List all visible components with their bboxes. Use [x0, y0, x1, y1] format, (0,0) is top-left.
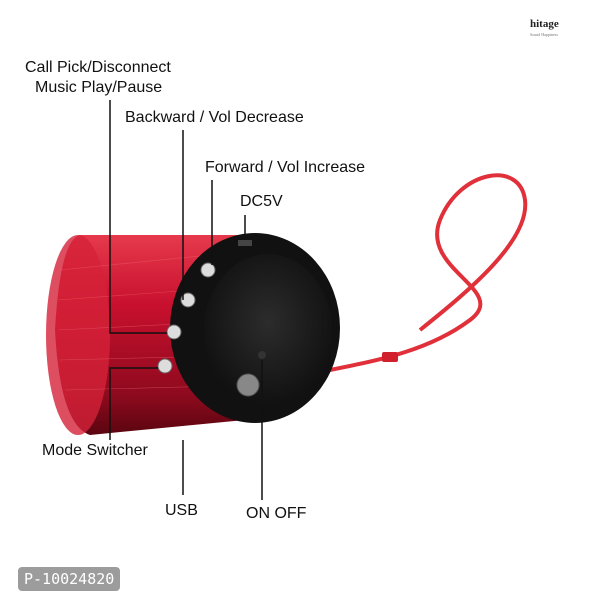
mode-button — [157, 358, 173, 374]
power-switch — [258, 351, 266, 359]
strap — [329, 173, 528, 372]
strap-clip — [382, 352, 398, 362]
product-id-badge: P-10024820 — [18, 567, 121, 591]
speaker-grille — [236, 373, 260, 397]
label-backward: Backward / Vol Decrease — [125, 109, 304, 126]
label-dc: DC5V — [240, 193, 283, 210]
brand-logo: hitage Sound Happiness — [530, 14, 559, 37]
logo-tagline: Sound Happiness — [530, 32, 558, 37]
backward-button — [180, 292, 196, 308]
label-usb: USB — [165, 502, 198, 519]
logo-text: hitage — [530, 18, 559, 30]
label-music: Music Play/Pause — [35, 79, 163, 96]
label-onoff: ON OFF — [246, 505, 307, 522]
label-forward: Forward / Vol Increase — [205, 159, 366, 176]
label-mode: Mode Switcher — [42, 442, 148, 459]
label-call: Call Pick/Disconnect — [25, 59, 171, 76]
play-button — [166, 324, 182, 340]
forward-button — [200, 262, 216, 278]
dc-port — [238, 240, 252, 246]
